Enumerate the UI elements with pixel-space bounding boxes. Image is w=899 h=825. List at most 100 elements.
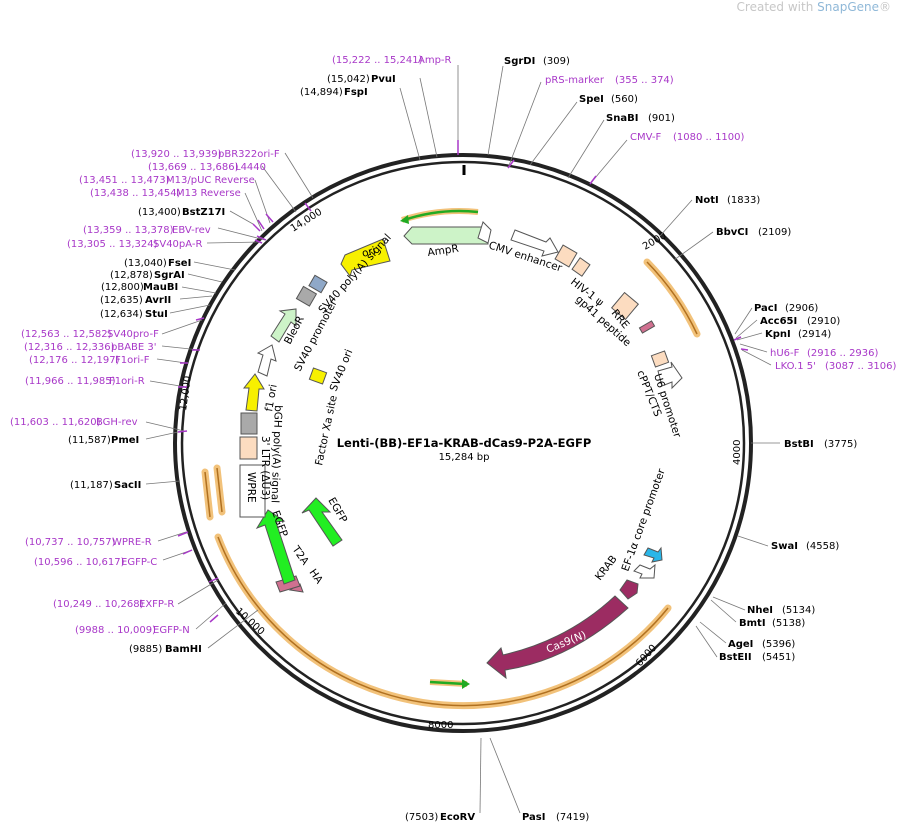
sv40-ori-feature[interactable] xyxy=(308,367,328,385)
enzyme-site-position: (12,635) xyxy=(100,295,143,306)
feature-label-t2a: T2A xyxy=(289,543,312,568)
enzyme-site-position: (11,187) xyxy=(70,480,113,491)
enzyme-site-name: KpnI xyxy=(765,329,791,340)
egfp-feature-outer[interactable] xyxy=(255,509,296,585)
primer-name: SV40pA-R xyxy=(153,239,202,250)
f1-ori-feature[interactable] xyxy=(242,373,265,412)
enzyme-site-name: SnaBI xyxy=(606,113,638,124)
primer-position: (10,596 .. 10,617) xyxy=(34,557,125,568)
primer-name: hU6-F xyxy=(770,348,800,359)
feature-label-bgh: bGH poly(A) signal xyxy=(269,405,284,503)
primer-name: EBV-rev xyxy=(172,225,211,236)
sv40-polya-feature[interactable] xyxy=(295,285,318,307)
feature-label-wpre: WPRE xyxy=(245,472,257,503)
cas9-feature[interactable] xyxy=(486,595,629,680)
ampr-promoter-feature[interactable] xyxy=(477,221,492,244)
enzyme-site-name: BmtI xyxy=(739,618,766,629)
primer-name: BGH-rev xyxy=(96,417,138,428)
primer-name: SV40pro-F xyxy=(107,329,159,340)
primer-position: (13,438 .. 13,454) xyxy=(90,188,181,199)
enzyme-site-position: (2914) xyxy=(798,329,831,340)
enzyme-site-name: BstZ17I xyxy=(182,207,225,218)
enzyme-site-position: (5134) xyxy=(782,605,815,616)
enzyme-site-name: NheI xyxy=(747,605,773,616)
enzyme-site-position: (4558) xyxy=(806,541,839,552)
tick-label: 4000 xyxy=(732,440,743,465)
primer-position: (10,249 .. 10,268) xyxy=(53,599,144,610)
primer-position: (15,222 .. 15,241) xyxy=(332,55,423,66)
enzyme-site-name: BstEII xyxy=(719,652,752,663)
feature-label-ampr: AmpR xyxy=(427,243,460,259)
ltr3-feature[interactable] xyxy=(239,436,258,460)
primer-name: EGFP-N xyxy=(153,625,190,636)
enzyme-site-position: (3775) xyxy=(824,439,857,450)
enzyme-site-position: (560) xyxy=(611,94,638,105)
primer-name: L4440 xyxy=(235,162,266,173)
primer-name: EXFP-R xyxy=(139,599,174,610)
gp41-feature[interactable] xyxy=(638,320,656,334)
ef1a-arrow-feature[interactable] xyxy=(633,563,656,579)
orf-arc-2-line xyxy=(217,536,669,707)
enzyme-site-position: (14,894) xyxy=(300,87,343,98)
enzyme-site-name: NotI xyxy=(695,195,719,206)
primer-position: (11,603 .. 11,620) xyxy=(10,417,101,428)
enzyme-site-position: (15,042) xyxy=(327,74,370,85)
enzyme-site-position: (12,800) xyxy=(101,282,144,293)
hiv-psi-feature[interactable] xyxy=(571,257,591,277)
ampr-feature[interactable] xyxy=(403,226,489,245)
primer-position: (1080 .. 1100) xyxy=(673,132,745,143)
enzyme-site-position: (5138) xyxy=(772,618,805,629)
enzyme-site-name: AvrII xyxy=(145,295,171,306)
sv40-promoter-arrow[interactable] xyxy=(256,344,277,377)
feature-label-ha: HA xyxy=(307,567,326,587)
enzyme-site-position: (901) xyxy=(648,113,675,124)
enzyme-site-position: (2910) xyxy=(807,316,840,327)
enzyme-site-name: SgrAI xyxy=(154,270,185,281)
small-orf-arrow xyxy=(429,680,466,686)
wpre-feature[interactable] xyxy=(239,464,266,518)
enzyme-site-name: PacI xyxy=(754,303,777,314)
bleor-feature[interactable] xyxy=(270,308,297,343)
primer-name: F1ori-R xyxy=(109,376,145,387)
rre-feature[interactable] xyxy=(610,291,640,321)
primer-name: EGFP-C xyxy=(121,557,157,568)
primer-markers xyxy=(177,140,749,623)
primer-name: M13/pUC Reverse xyxy=(166,175,255,186)
primer-name: CMV-F xyxy=(630,132,661,143)
enzyme-site-name: BbvCI xyxy=(716,227,748,238)
ori-feature[interactable] xyxy=(340,238,391,278)
primer-position: (13,669 .. 13,686) xyxy=(148,162,239,173)
enzyme-site-position: (1833) xyxy=(727,195,760,206)
primer-name: WPRE-R xyxy=(112,537,152,548)
enzyme-site-name: BstBI xyxy=(784,439,814,450)
enzyme-site-name: PasI xyxy=(522,812,545,823)
cppt-feature[interactable] xyxy=(650,350,670,368)
enzyme-site-position: (309) xyxy=(543,56,570,67)
primer-position: (12,316 .. 12,336) xyxy=(24,342,115,353)
plasmid-size: 15,284 bp xyxy=(439,452,490,463)
enzyme-site-name: PvuI xyxy=(371,74,396,85)
ltr-feature[interactable] xyxy=(554,244,578,268)
enzyme-site-position: (12,878) xyxy=(110,270,153,281)
enzyme-site-position: (7419) xyxy=(556,812,589,823)
feature-label-sv40-ori: SV40 ori xyxy=(328,348,356,393)
feature-label-egfp-inner: EGFP xyxy=(325,496,349,526)
enzyme-site-name: SwaI xyxy=(771,541,798,552)
primer-position: (12,176 .. 12,197) xyxy=(29,355,120,366)
u6-promoter-feature[interactable] xyxy=(657,361,683,390)
bgh-polya-feature[interactable] xyxy=(240,412,258,435)
primer-position: (10,737 .. 10,757) xyxy=(25,537,116,548)
orf-arc-1 xyxy=(643,258,701,338)
em7-feature[interactable] xyxy=(308,274,328,294)
krab-feature[interactable] xyxy=(619,579,639,600)
tick-label: 12,000 xyxy=(178,375,194,411)
enzyme-site-position: (12,634) xyxy=(100,309,143,320)
enzyme-site-position: (2906) xyxy=(785,303,818,314)
primer-name: Amp-R xyxy=(418,55,452,66)
cmv-enhancer-feature[interactable] xyxy=(510,229,559,257)
primer-labels: (15,222 .. 15,241) Amp-R pRS-marker (355… xyxy=(10,55,897,636)
ef1a-core-feature[interactable] xyxy=(643,546,663,563)
egfp-feature-inner[interactable] xyxy=(301,497,343,547)
primer-position: (12,563 .. 12,582) xyxy=(21,329,112,340)
